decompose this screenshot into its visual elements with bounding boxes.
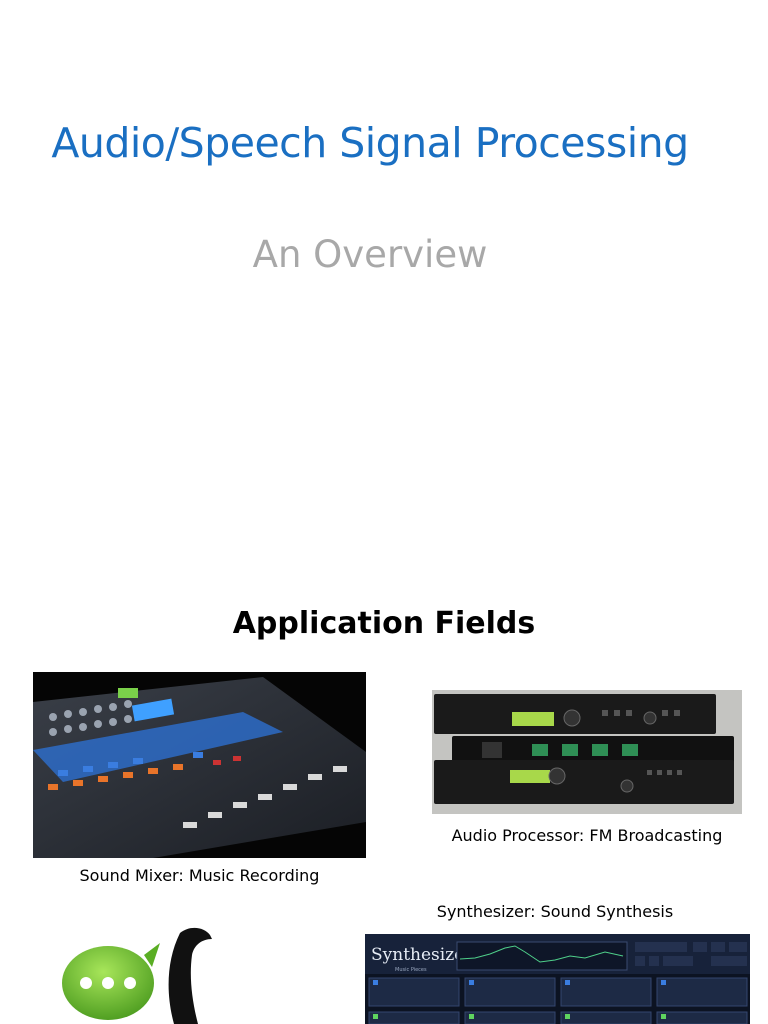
sound-mixer-caption: Sound Mixer: Music Recording — [79, 866, 320, 885]
sound-mixer-image — [33, 672, 366, 858]
slide-subtitle: An Overview — [252, 233, 488, 276]
audio-processor-image — [432, 690, 742, 814]
synthesizer-caption: Synthesizer: Sound Synthesis — [436, 902, 674, 921]
slide-title: Audio/Speech Signal Processing — [51, 119, 689, 167]
synth-logo-text: Synthesizer — [371, 945, 473, 965]
synth-logo-sub: Music Pieces — [395, 967, 427, 973]
audio-processor-caption: Audio Processor: FM Broadcasting — [451, 826, 723, 845]
synthesizer-image: Synthesizer Music Pieces — [365, 934, 750, 1024]
chat-phone-icon — [62, 925, 222, 1024]
section-heading: Application Fields — [232, 606, 536, 641]
